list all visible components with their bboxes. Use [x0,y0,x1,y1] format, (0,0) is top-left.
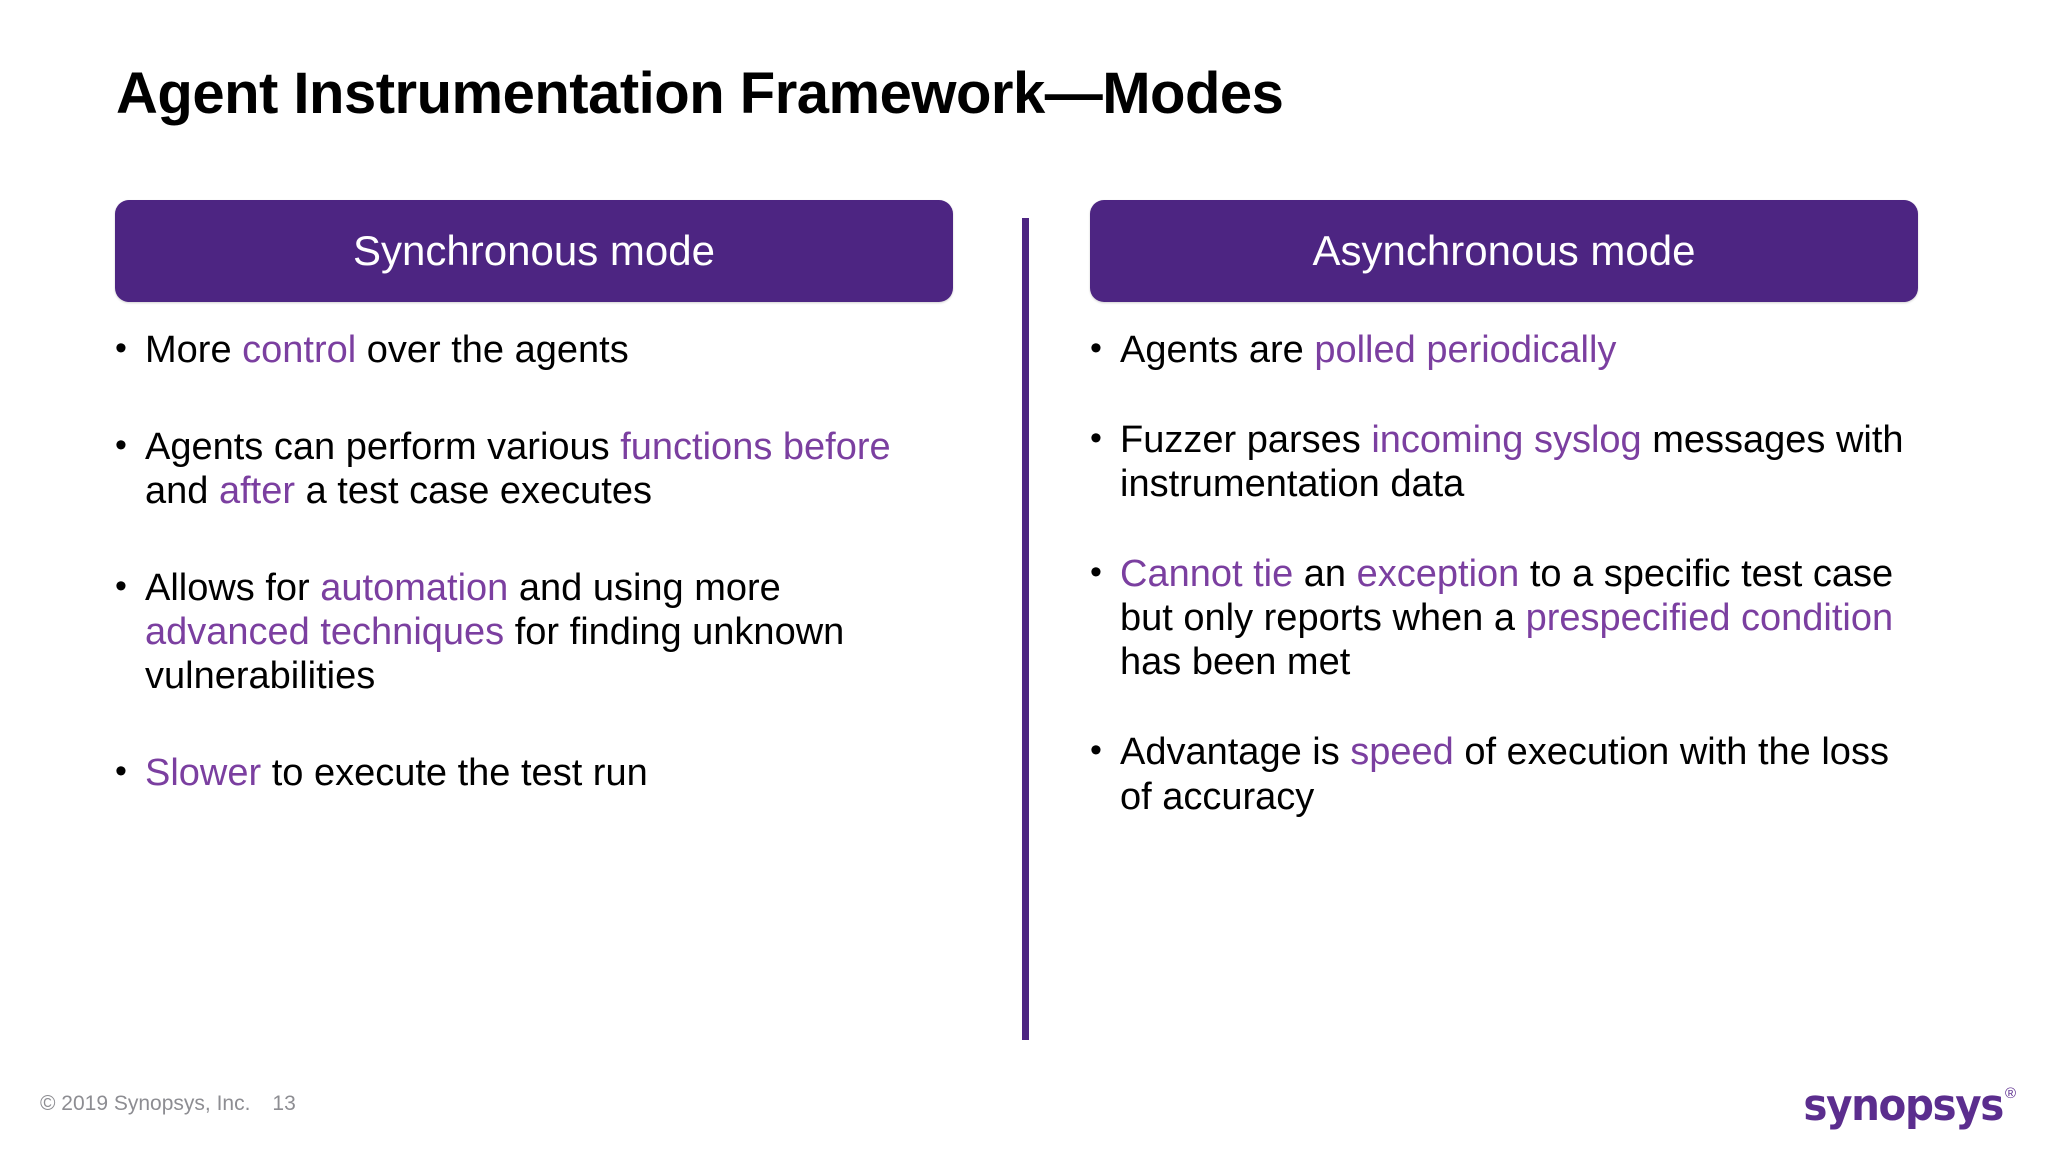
highlighted-term: control [242,329,357,371]
highlighted-term: after [218,470,296,513]
list-item: Cannot tie an exception to a specific te… [1090,552,1918,684]
body-text: a test case executes [295,470,652,513]
mode-header-asynchronous: Asynchronous mode [1090,200,1918,302]
body-text: Fuzzer parses [1120,419,1372,462]
footer-copyright: © 2019 Synopsys, Inc. 13 [40,1092,296,1116]
highlighted-term: polled periodically [1314,329,1617,371]
highlighted-term: advanced techniques [145,611,505,654]
highlighted-term: automation [320,567,509,610]
body-text: Allows for [145,567,321,610]
body-text: over the agents [356,329,629,371]
list-item: Agents can perform various functions bef… [115,425,953,513]
highlighted-term: incoming syslog [1371,419,1642,462]
body-text: and using more [508,567,781,610]
body-text: for finding unknown vulnerabilities [145,611,845,698]
mode-header-label: Asynchronous mode [1312,227,1696,274]
column-asynchronous: Asynchronous mode Agents are polled peri… [1090,200,1918,818]
logo-wordmark: synopsys [1803,1080,2004,1131]
body-text: and [145,470,219,513]
highlighted-term: Cannot tie [1120,553,1294,596]
list-item: More control over the agents [115,328,953,372]
bullet-list-asynchronous: Agents are polled periodically Fuzzer pa… [1090,328,1918,865]
mode-header-label: Synchronous mode [353,227,715,274]
body-text: More [145,329,243,371]
list-item: Allows for automation and using more adv… [115,566,953,698]
body-text: messages with instrumentation data [1120,419,1904,506]
copyright-text: © 2019 Synopsys, Inc. [40,1092,251,1115]
list-item: Agents are polled periodically [1090,328,1918,372]
highlighted-term: exception [1356,553,1520,596]
column-synchronous: Synchronous mode More control over the a… [115,200,953,794]
list-item: Slower to execute the test run [115,751,953,795]
body-text: has been met [1120,641,1351,684]
highlighted-term: Slower [145,752,262,795]
body-text: to execute the test run [261,752,648,795]
page-title: Agent Instrumentation Framework—Modes [116,61,1284,126]
list-item: Advantage is speed of execution with the… [1090,730,1918,818]
page-number: 13 [272,1092,296,1115]
registered-trademark-icon: ® [2004,1085,2016,1102]
highlighted-term: functions before [620,426,891,469]
body-text: Advantage is [1120,731,1351,774]
mode-header-synchronous: Synchronous mode [115,200,953,302]
body-text: Agents are [1120,329,1315,371]
list-item: Fuzzer parses incoming syslog messages w… [1090,418,1918,506]
synopsys-logo: synopsys ® [1786,1084,2016,1128]
highlighted-term: speed [1350,731,1454,774]
highlighted-term: prespecified condition [1525,597,1894,640]
column-divider [1022,218,1029,1040]
body-text: an [1293,553,1357,596]
body-text: to a specific test case but only reports… [1120,553,1894,640]
body-text: Agents can perform various [145,426,621,469]
body-text: of execution with the loss of accuracy [1120,731,1889,818]
mode-columns: Synchronous mode More control over the a… [0,200,2048,1060]
bullet-list-synchronous: More control over the agents Agents can … [115,328,953,849]
